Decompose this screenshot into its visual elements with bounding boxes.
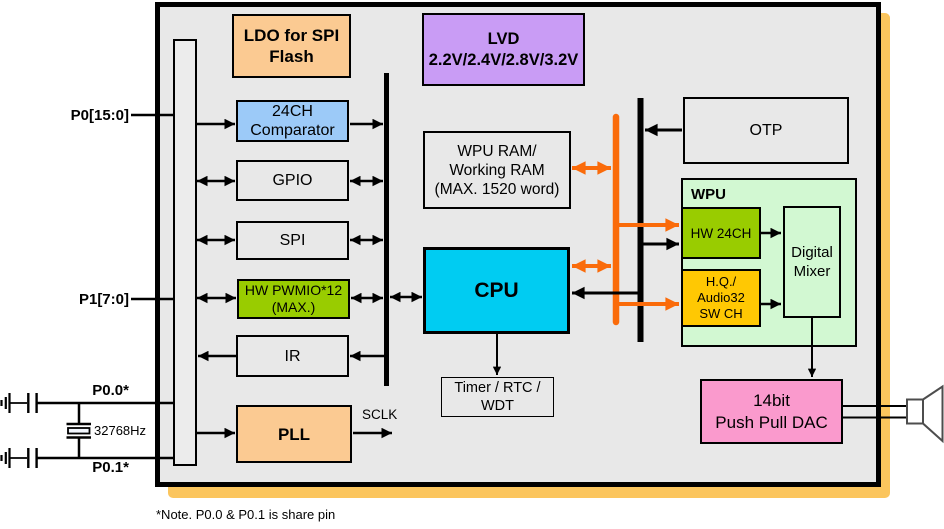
block-hq-audio32: H.Q./ Audio32 SW CH xyxy=(681,269,761,327)
footnote: *Note. P0.0 & P0.1 is share pin xyxy=(156,507,336,522)
pin-label-p00: P0.0* xyxy=(92,382,129,399)
block-pll: PLL xyxy=(236,405,352,463)
block-comparator: 24CH Comparator xyxy=(236,100,349,142)
crystal-frequency-label: 32768Hz xyxy=(94,423,147,438)
block-pwm: HW PWMIO*12 (MAX.) xyxy=(237,279,350,319)
pin-label-p1: P1[7:0] xyxy=(78,291,129,308)
block-spi: SPI xyxy=(236,221,349,260)
capacitor-top xyxy=(0,393,38,413)
block-digital-mixer: Digital Mixer xyxy=(783,206,841,318)
block-hw-24ch: HW 24CH xyxy=(681,207,761,259)
sclk-label: SCLK xyxy=(362,407,398,422)
pin-label-p0: P0[15:0] xyxy=(70,107,129,124)
pin-header-bar xyxy=(173,39,197,466)
block-ldo: LDO for SPI Flash xyxy=(232,14,351,78)
speaker-icon xyxy=(906,384,944,444)
block-cpu: CPU xyxy=(423,247,570,334)
pin-label-p01: P0.1* xyxy=(92,459,129,476)
block-lvd: LVD 2.2V/2.4V/2.8V/3.2V xyxy=(422,13,585,86)
block-otp: OTP xyxy=(683,97,849,164)
wpu-container-label: WPU xyxy=(691,186,726,203)
block-wpu-ram: WPU RAM/ Working RAM (MAX. 1520 word) xyxy=(423,131,571,209)
block-timer-rtc-wdt: Timer / RTC / WDT xyxy=(441,377,554,417)
crystal-oscillator xyxy=(66,403,91,458)
block-ir: IR xyxy=(236,335,349,377)
capacitor-bottom xyxy=(0,448,38,468)
block-dac: 14bit Push Pull DAC xyxy=(700,379,843,444)
block-gpio: GPIO xyxy=(236,160,349,201)
